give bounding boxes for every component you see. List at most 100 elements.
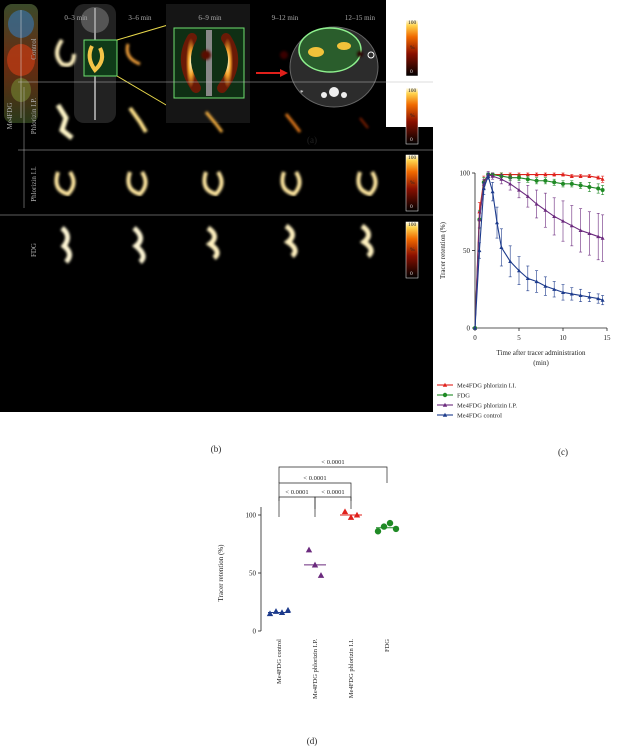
group-3 [374, 519, 400, 535]
x-axis-label: Time after tracer administration [497, 349, 586, 357]
data-point [477, 248, 482, 253]
y-tick-label: 50 [249, 570, 257, 578]
colorbar-unit-3: % [410, 247, 415, 253]
data-point [561, 290, 565, 294]
data-point [600, 188, 605, 193]
data-point [486, 174, 491, 178]
data-point [587, 231, 592, 236]
data-point [600, 298, 605, 302]
data-point [561, 219, 565, 223]
data-point [392, 525, 400, 533]
data-point [380, 523, 388, 530]
legend-label: Me4FDG phlorizin I.P. [457, 403, 517, 410]
colorbar-max-3: 100 [408, 222, 417, 228]
data-point [525, 172, 530, 177]
legend-label: FDG [457, 393, 470, 400]
data-point [374, 528, 382, 535]
category-label: FDG [384, 639, 391, 652]
data-point [525, 194, 530, 198]
data-point [386, 519, 394, 527]
series-line [474, 173, 603, 329]
y-tick-label: 100 [246, 512, 257, 520]
significance-bracket: < 0.0001 [314, 489, 352, 509]
data-point [569, 291, 574, 296]
group-0 [266, 606, 292, 617]
data-point [596, 296, 601, 301]
data-point [552, 287, 557, 291]
data-point [534, 202, 539, 206]
data-point [561, 172, 565, 177]
significance-bracket: < 0.0001 [278, 489, 316, 517]
data-point [508, 259, 513, 263]
data-point [543, 172, 548, 177]
colorbar-fdg [405, 221, 419, 279]
data-point [543, 284, 548, 288]
data-point [543, 208, 548, 212]
data-point [481, 186, 486, 191]
pet-row-phlorizin-ii [54, 170, 378, 197]
legend-marker [442, 412, 448, 417]
kidney-zoom [166, 4, 250, 123]
y-tick-label: 0 [253, 628, 257, 636]
time-label-1: 3–6 min [128, 14, 152, 22]
colorbar-min-1: 0 [410, 137, 413, 143]
x-tick-label: 15 [604, 334, 612, 342]
panel-b-svg [0, 19, 433, 279]
data-point [569, 174, 574, 178]
y-tick-label: 0 [467, 325, 471, 333]
bracket-line [314, 496, 352, 509]
colorbar-max-2: 100 [408, 155, 417, 161]
data-point [473, 326, 477, 330]
data-point [552, 172, 557, 177]
panel-label-a: (a) [307, 135, 317, 145]
colorbar-unit-1: % [410, 113, 415, 119]
colorbar-phlorizin-ii [405, 154, 419, 212]
data-point [517, 175, 521, 180]
data-point [578, 228, 583, 232]
data-point [552, 214, 557, 218]
bracket-line [278, 482, 352, 501]
category-label: Me4FDG phlorizin I.P. [312, 639, 319, 699]
bracket-line [278, 466, 388, 483]
data-point [341, 508, 349, 515]
data-point [477, 217, 482, 222]
data-point [534, 172, 539, 177]
pet-row-control [55, 38, 363, 67]
legend-marker [442, 392, 448, 398]
colorbar-unit-2: % [410, 180, 415, 186]
colorbar-max-0: 100 [408, 20, 417, 26]
data-point [305, 546, 313, 553]
data-point [534, 178, 539, 183]
panel-label-b: (b) [210, 444, 222, 454]
data-point [587, 295, 592, 299]
data-point [499, 177, 504, 181]
series-3 [473, 172, 605, 330]
panel-a-image: * [0, 0, 386, 127]
panel-label-d: (d) [306, 736, 318, 746]
svg-text:*: * [300, 89, 304, 97]
colorbar-min-0: 0 [410, 69, 413, 75]
arrow-icon [256, 69, 288, 77]
data-point [587, 174, 592, 178]
series-line [474, 173, 603, 329]
time-label-4: 12–15 min [344, 14, 376, 22]
pet-row-phlorizin-ip [55, 103, 369, 140]
colorbar-phlorizin-ip [405, 87, 419, 145]
data-point [517, 188, 521, 192]
significance-bracket: < 0.0001 [278, 459, 388, 483]
p-value-label: < 0.0001 [321, 459, 344, 466]
series-line [474, 174, 603, 329]
time-label-2: 6–9 min [198, 14, 222, 22]
data-point [525, 177, 530, 182]
data-point [569, 223, 574, 228]
group-2 [340, 508, 362, 520]
data-point [508, 181, 513, 186]
axial-slice: * [289, 26, 379, 108]
data-point [317, 572, 325, 578]
whole-body-render [4, 4, 38, 123]
y-axis-label: Tracer retention (%) [217, 544, 225, 602]
data-point [596, 175, 601, 180]
bracket-line [278, 496, 316, 517]
legend-marker [442, 402, 448, 407]
